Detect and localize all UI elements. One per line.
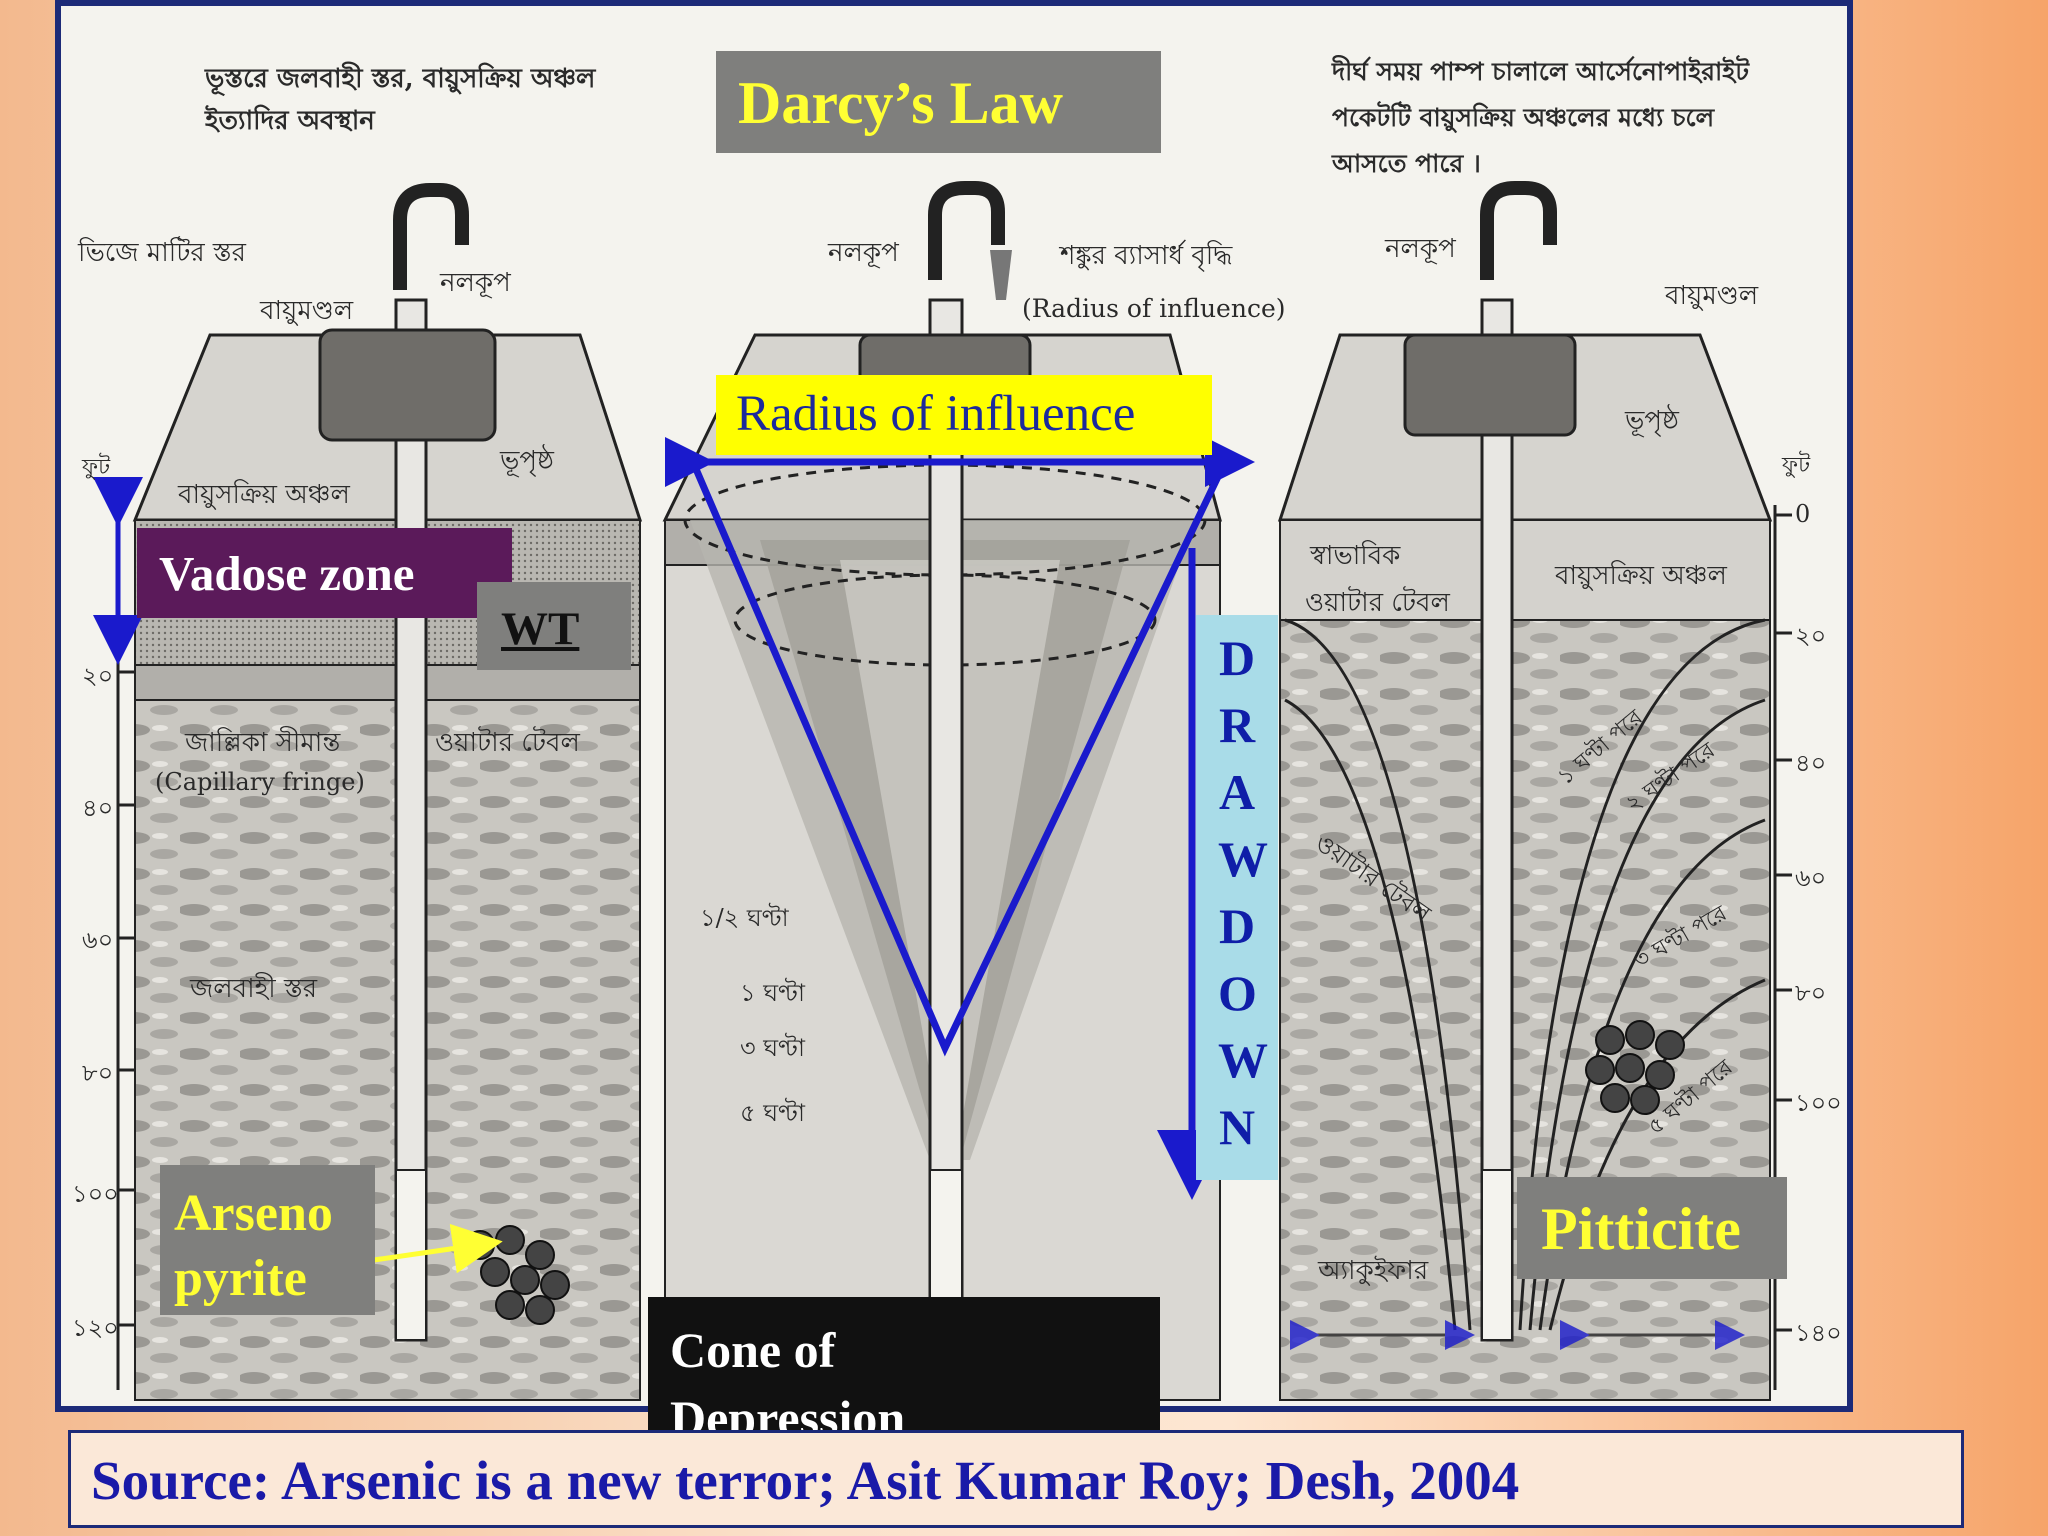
depth-left-20: ২০	[82, 662, 114, 690]
capillary-fringe-en: (Capillary fringe)	[155, 768, 365, 796]
depth-scale-ticks	[118, 513, 1792, 1332]
depth-left-120: ১২০	[72, 1314, 119, 1342]
three-hours-label: ৩ ঘণ্টা	[740, 1034, 805, 1062]
cone-line1: Cone of	[670, 1322, 836, 1378]
natural-wt-line2: ওয়াটার টেবল	[1305, 588, 1450, 618]
water-table-label-left: ওয়াটার টেবল	[435, 728, 580, 758]
arsenopyrite-line2: pyrite	[174, 1250, 307, 1307]
arsenopyrite-line1: Arseno	[174, 1185, 333, 1242]
pitticite-cluster-icon	[1585, 1020, 1685, 1115]
depth-right-60: ৬০	[1795, 864, 1827, 892]
foot-label-right: ফুট	[1782, 453, 1811, 478]
cone-radius-bn: শঙ্কুর ব্যাসার্ধ বৃদ্ধি	[1060, 241, 1233, 271]
one-hour-label: ১ ঘণ্টা	[740, 979, 805, 1007]
depth-right-40: ৪০	[1795, 749, 1827, 777]
drawdown-label: DRAWDOWN	[1196, 615, 1278, 1180]
atmosphere-label-left: বায়ুমণ্ডল	[260, 296, 354, 326]
surface-label-right: ভূপৃষ্ঠ	[1625, 406, 1679, 436]
surface-label-left: ভূপৃষ্ঠ	[500, 446, 554, 476]
depth-right-20: ২০	[1795, 622, 1827, 650]
right-heading-line3: আসতে পারে ।	[1332, 149, 1481, 178]
center-panel	[662, 181, 1222, 1401]
arsenopyrite-pointer	[359, 1223, 503, 1274]
aerated-zone-label-left: বায়ুসক্রিয় অঞ্চল	[178, 480, 350, 510]
source-caption: Source: Arsenic is a new terror; Asit Ku…	[68, 1430, 1964, 1528]
tubewell-label-center: নলকূপ	[828, 238, 899, 268]
depth-right-140: ১৪০	[1795, 1319, 1842, 1347]
natural-wt-line1: স্বাভাবিক	[1310, 541, 1401, 571]
left-heading-line2: ইত্যাদির অবস্থান	[205, 106, 375, 136]
depth-left-100: ১০০	[72, 1180, 119, 1208]
half-hour-label: ১/২ ঘণ্টা	[700, 904, 789, 932]
atmosphere-label-right: বায়ুমণ্ডল	[1665, 281, 1759, 311]
wt-label: WT	[477, 582, 631, 670]
radius-of-influence-label: Radius of influence	[716, 375, 1212, 455]
vadose-zone-label: Vadose zone	[137, 528, 512, 618]
foot-label-left: ফুট	[82, 455, 111, 480]
aerated-zone-label-right: বায়ুসক্রিয় অঞ্চল	[1555, 561, 1727, 591]
cone-radius-en: (Radius of influence)	[1022, 294, 1286, 323]
arsenopyrite-label: Arseno pyrite	[160, 1165, 375, 1315]
title-label: Darcy’s Law	[716, 51, 1161, 153]
aquifer-label-right: অ্যাকুইফার	[1318, 1256, 1429, 1286]
depth-left-60: ৬০	[82, 926, 114, 954]
depth-right-80: ৮০	[1795, 979, 1827, 1007]
darcy-overlay	[93, 437, 1255, 1274]
left-heading-line1: ভূস্তরে জলবাহী স্তর, বায়ুসক্রিয় অঞ্চল	[205, 64, 596, 94]
depth-left-40: ৪০	[82, 794, 114, 822]
wet-soil-label: ভিজে মাটির স্তর	[78, 238, 246, 268]
tubewell-label-left: নলকূপ	[440, 268, 511, 298]
five-hours-label: ৫ ঘণ্টা	[740, 1099, 805, 1127]
pitticite-label: Pitticite	[1517, 1177, 1787, 1279]
aquifer-label-left: জলবাহী স্তর	[190, 974, 318, 1004]
depth-right-100: ১০০	[1795, 1089, 1842, 1117]
capillary-fringe-bn: জাল্লিকা সীমান্ত	[185, 728, 341, 758]
depth-left-80: ৮০	[82, 1059, 114, 1087]
right-heading-line2: পকেটটি বায়ুসক্রিয় অঞ্চলের মধ্যে চলে	[1332, 103, 1715, 132]
right-heading-line1: দীর্ঘ সময় পাম্প চালালে আর্সেনোপাইরাইট	[1332, 57, 1749, 86]
depth-right-0: 0	[1795, 500, 1811, 528]
tubewell-label-right: নলকূপ	[1385, 234, 1456, 264]
